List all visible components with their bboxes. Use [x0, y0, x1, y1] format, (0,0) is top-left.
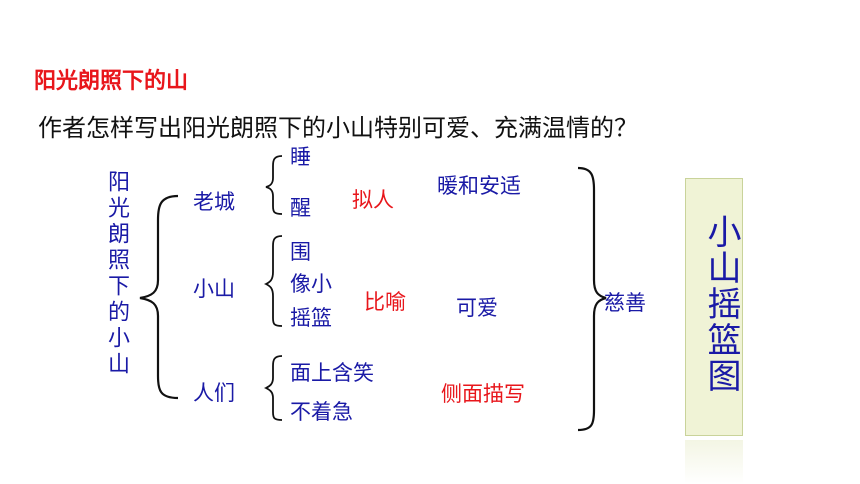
main-left-brace	[139, 194, 179, 400]
right-brace	[577, 166, 607, 432]
item-yaolan: 摇篮	[290, 306, 332, 330]
brace-row-2	[263, 235, 283, 327]
effect-lovely: 可爱	[456, 296, 498, 320]
box-reflection	[685, 440, 743, 484]
item-xiangxiao: 像小	[290, 272, 332, 296]
item-unhurried: 不着急	[290, 400, 353, 424]
category-xiaoshan: 小山	[193, 277, 235, 301]
cradle-box	[685, 178, 743, 436]
cradle-box-text: 小山摇篮图	[701, 214, 741, 394]
brace-row-1	[265, 155, 283, 215]
category-renmen: 人们	[193, 381, 235, 405]
root-label: 阳光朗照下的小山	[104, 170, 129, 378]
question-text: 作者怎样写出阳光朗照下的小山特别可爱、充满温情的？	[38, 114, 638, 142]
summary-kindness: 慈善	[604, 291, 646, 315]
category-laocheng: 老城	[193, 190, 235, 214]
technique-personification: 拟人	[352, 188, 394, 212]
item-smiling-face: 面上含笑	[290, 361, 374, 385]
item-wei: 围	[290, 240, 311, 264]
technique-metaphor: 比喻	[364, 290, 406, 314]
technique-side-description: 侧面描写	[441, 382, 525, 406]
item-xing: 醒	[290, 196, 311, 220]
item-shui: 睡	[290, 145, 311, 169]
brace-row-3	[263, 355, 283, 421]
section-heading: 阳光朗照下的山	[34, 69, 189, 94]
effect-warm-comfort: 暖和安适	[437, 174, 521, 198]
